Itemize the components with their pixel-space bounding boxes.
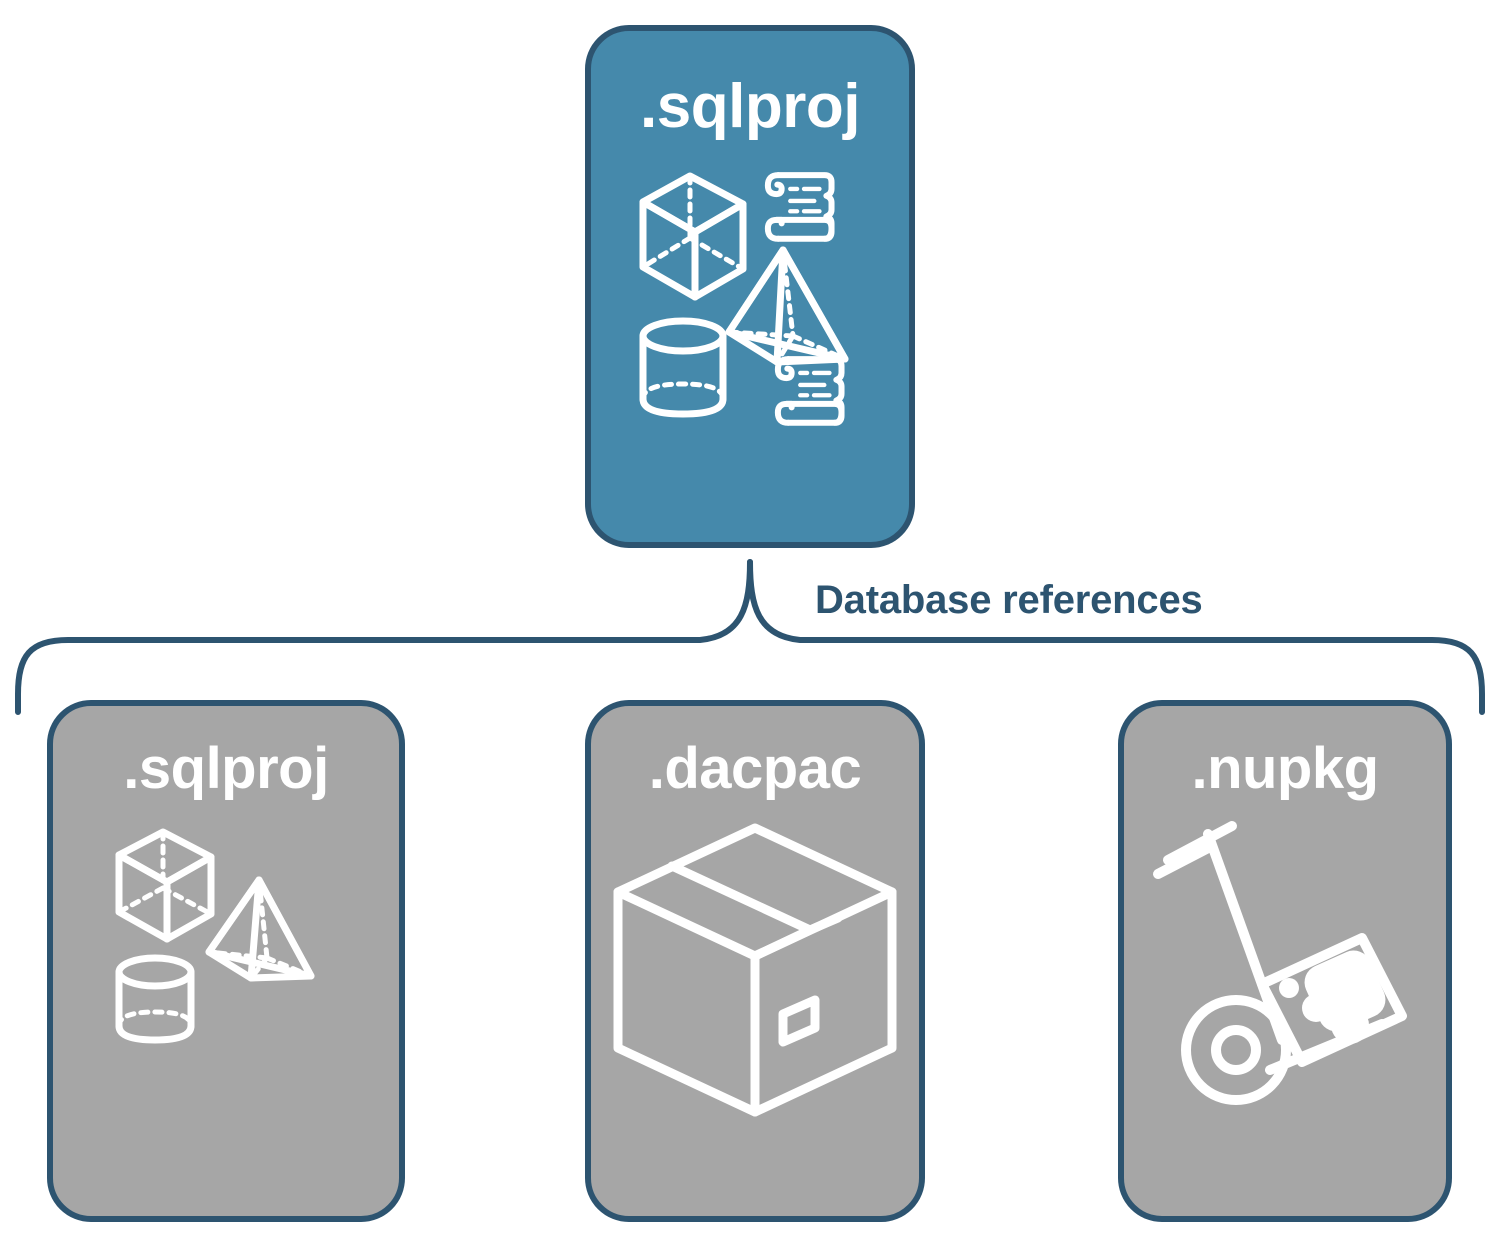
nupkg-icon-group <box>1150 820 1420 1110</box>
node-root-sqlproj[interactable]: .sqlproj <box>585 25 915 548</box>
bracket-left-arm <box>15 559 753 715</box>
cube-icon <box>639 172 747 301</box>
dacpac-icon-group <box>610 820 900 1120</box>
node-child-nupkg[interactable]: .nupkg <box>1118 700 1452 1222</box>
sqlproj-icons-svg <box>115 828 315 1044</box>
node-child-sqlproj-label: .sqlproj <box>123 736 329 801</box>
node-child-dacpac[interactable]: .dacpac <box>585 700 925 1222</box>
pyramid-icon <box>205 876 315 982</box>
package-box-icon-svg <box>613 823 897 1117</box>
node-child-sqlproj[interactable]: .sqlproj <box>47 700 405 1222</box>
scroll-icon <box>774 356 845 426</box>
bracket-label: Database references <box>815 578 1203 622</box>
cube-icon <box>115 828 215 943</box>
node-child-dacpac-label: .dacpac <box>648 736 862 801</box>
cylinder-icon <box>115 954 195 1044</box>
node-child-nupkg-label: .nupkg <box>1191 736 1379 801</box>
nupkg-icons-svg <box>1153 821 1407 1105</box>
root-icons-svg <box>639 172 849 426</box>
package-box-icon <box>613 823 897 1117</box>
nuget-package-icon <box>1257 933 1407 1067</box>
scroll-icon <box>764 172 835 242</box>
cylinder-icon <box>639 317 727 418</box>
sqlproj-icon-group <box>111 820 341 1050</box>
root-icon-group <box>635 164 865 434</box>
node-root-label: .sqlproj <box>640 72 860 141</box>
